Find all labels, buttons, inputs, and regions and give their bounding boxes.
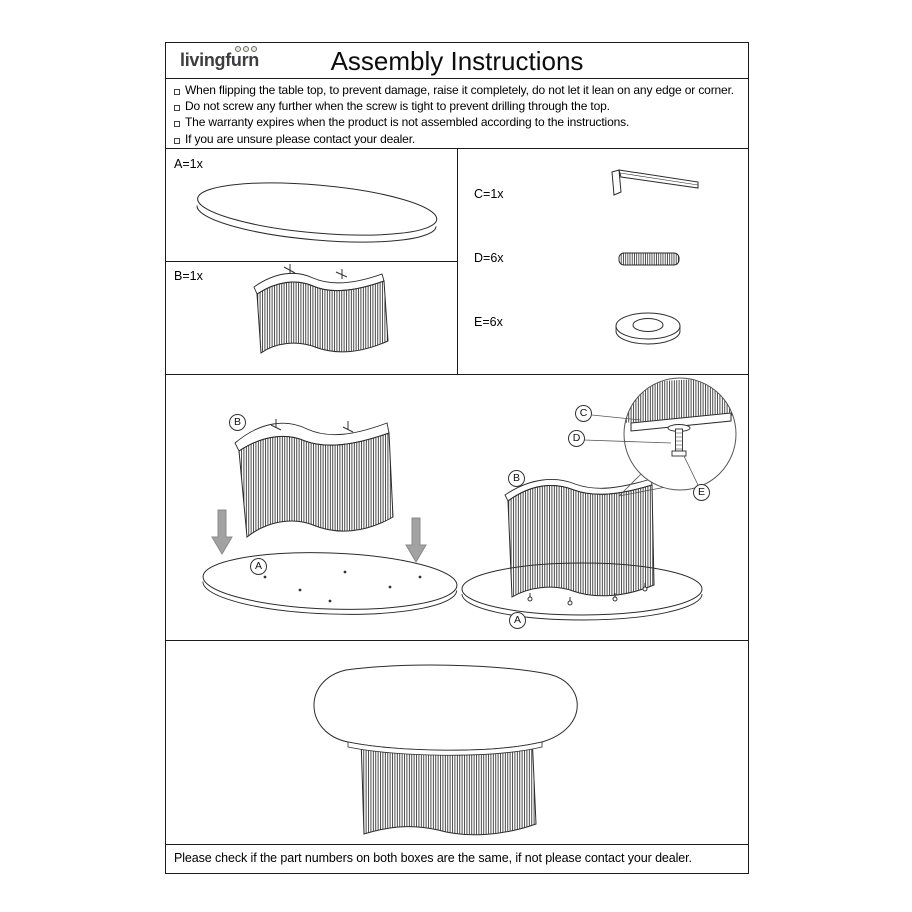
tabletop-part-drawing (186, 173, 448, 251)
warning-text: When flipping the table top, to prevent … (185, 83, 734, 97)
callout-d: D (568, 430, 585, 447)
warning-text: The warranty expires when the product is… (185, 115, 630, 130)
screw-part-drawing (616, 248, 682, 272)
part-label-a: A=1x (174, 157, 203, 171)
header: livingfurn Assembly Instructions (166, 43, 748, 79)
assembly-step2-drawing (455, 375, 747, 627)
warning-item: If you are unsure please contact your de… (172, 131, 744, 147)
washer-part-drawing (606, 306, 692, 352)
callout-b-step1: B (229, 414, 246, 431)
callout-b-step2: B (508, 470, 525, 487)
bullet-icon (174, 137, 180, 144)
parts-divider-horizontal (166, 261, 457, 262)
brand-logo-text: livingfurn (180, 50, 259, 70)
warnings-section: When flipping the table top, to prevent … (166, 79, 748, 149)
base-part-drawing (240, 257, 398, 369)
bullet-icon (174, 105, 180, 112)
footer-text: Please check if the part numbers on both… (174, 851, 692, 865)
part-label-c: C=1x (474, 187, 504, 201)
bracket-part-drawing (606, 168, 702, 208)
assembly-section: B A B A C D E (166, 375, 748, 641)
callout-e: E (693, 484, 710, 501)
warning-item: Do not screw any further when the screw … (172, 98, 744, 114)
part-label-b: B=1x (174, 269, 203, 283)
warning-text: If you are unsure please contact your de… (185, 131, 416, 146)
callout-c: C (575, 405, 592, 422)
part-label-e: E=6x (474, 315, 503, 329)
bullet-icon (174, 121, 180, 128)
callout-a-step1: A (250, 558, 267, 575)
brand-logo: livingfurn (180, 46, 259, 71)
bullet-icon (174, 89, 180, 95)
assembled-table-drawing (286, 656, 596, 836)
brand-dots-icon (235, 46, 257, 52)
page-title: Assembly Instructions (330, 46, 584, 76)
final-product-section (166, 641, 748, 845)
warning-item: The warranty expires when the product is… (172, 114, 744, 130)
part-label-d: D=6x (474, 251, 504, 265)
warning-text: Do not screw any further when the screw … (185, 99, 610, 114)
assembly-step1-drawing (195, 405, 465, 617)
warning-item: When flipping the table top, to prevent … (172, 82, 744, 98)
instruction-sheet: livingfurn Assembly Instructions When fl… (165, 42, 749, 874)
callout-a-step2: A (509, 612, 526, 629)
footer: Please check if the part numbers on both… (166, 845, 748, 873)
parts-section: A=1x B=1x C=1 (166, 149, 748, 375)
parts-divider-vertical (457, 149, 458, 375)
